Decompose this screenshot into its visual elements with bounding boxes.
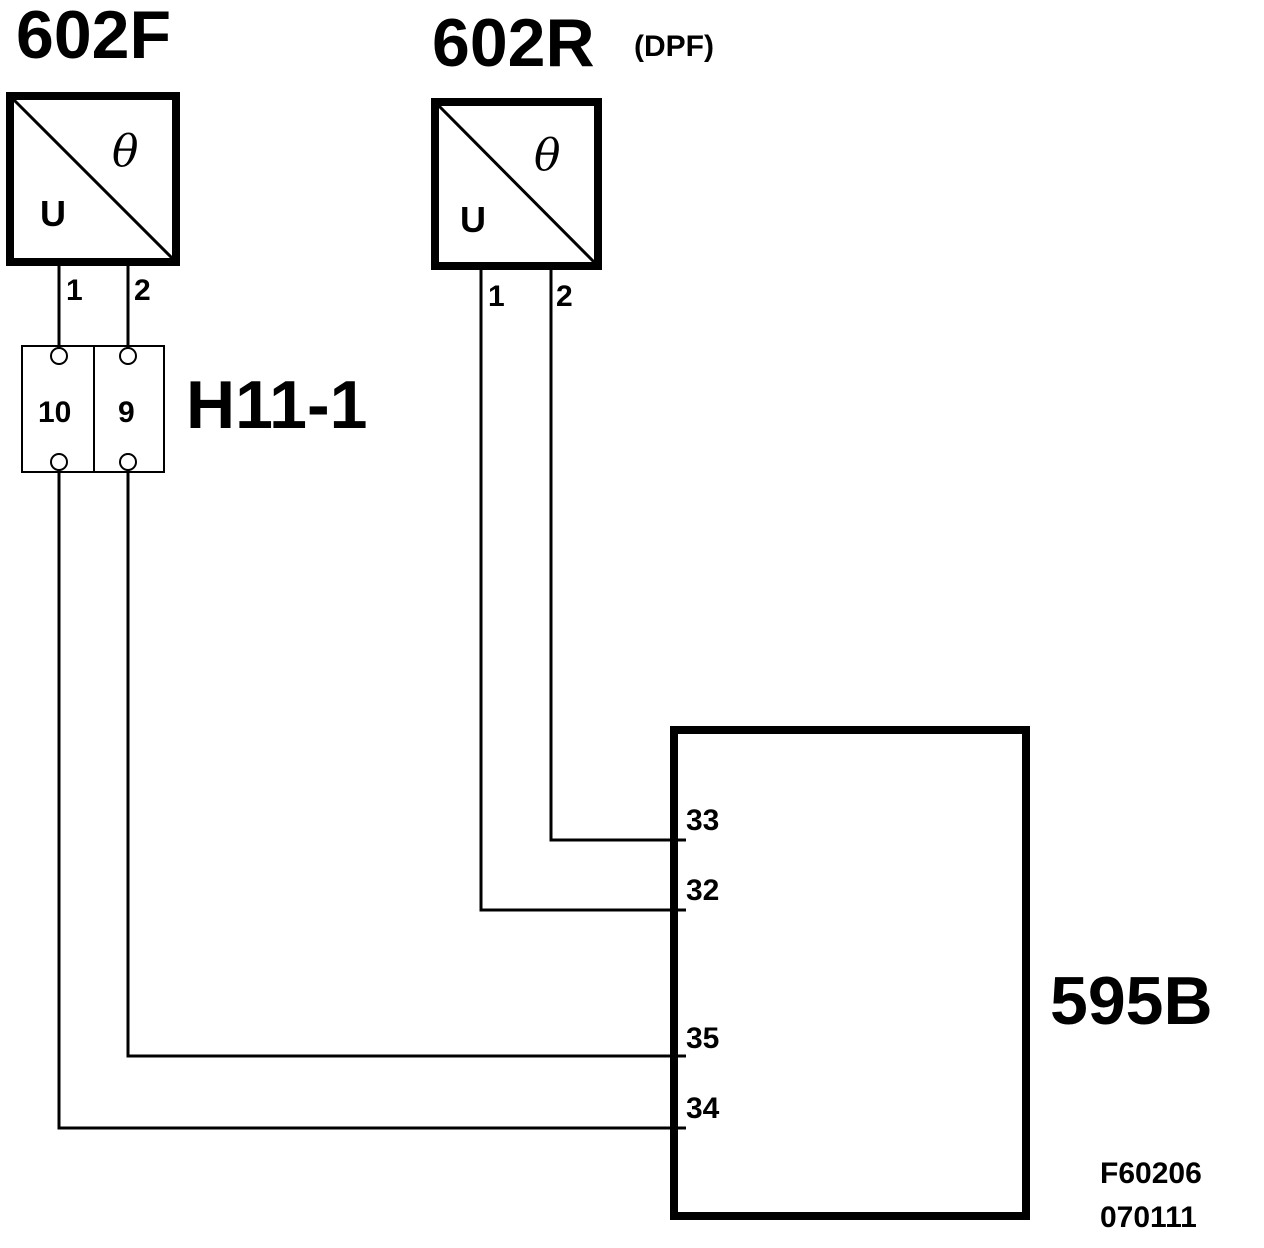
sensor-602f-pin-2-label: 2 (134, 274, 151, 307)
wires (57, 262, 686, 1130)
control-unit-595b: 33 32 35 34 595B (670, 726, 1213, 1220)
wire-h11-9-to-595b-35 (126, 470, 686, 1058)
control-unit-label: 595B (1050, 963, 1213, 1039)
sensor-602f-u-symbol: U (40, 193, 66, 234)
connector-cell-9 (93, 345, 165, 473)
sensor-602r-theta-symbol: θ (534, 130, 561, 181)
control-unit-pin-35-label: 35 (686, 1022, 719, 1055)
connector-label: H11-1 (186, 367, 367, 443)
sensor-602f-pin-1-label: 1 (66, 274, 83, 307)
sensor-602f-theta-symbol: θ (112, 126, 139, 177)
sensor-602f-diagonal (12, 98, 174, 260)
wire-h11-10-to-595b-34 (57, 470, 686, 1130)
connector-pin-10-top (50, 347, 68, 365)
control-unit-pin-33-label: 33 (686, 804, 719, 837)
connector-pin-10-bottom (50, 453, 68, 471)
sensor-602f-label: 602F (16, 0, 171, 73)
control-unit-pin-34-label: 34 (686, 1092, 720, 1125)
control-unit-box (670, 726, 1030, 1220)
connector-cell-10 (21, 345, 95, 473)
connector-pin-9-top (119, 347, 137, 365)
drawing-code-line-1: F60206 (1100, 1157, 1202, 1190)
sensor-602r-pin-2-label: 2 (556, 280, 573, 313)
connector-h11-1: 10 9 H11-1 (21, 345, 367, 473)
drawing-code: F60206 070111 (1100, 1157, 1202, 1234)
wire-602r-2-to-595b-33 (549, 266, 686, 842)
connector-pin-9-bottom (119, 453, 137, 471)
sensor-602r-u-symbol: U (460, 199, 486, 240)
sensor-602r-pin-1-label: 1 (488, 280, 505, 313)
sensor-602r-qualifier: (DPF) (634, 30, 714, 63)
connector-pin-10-label: 10 (38, 396, 71, 429)
control-unit-pin-32-label: 32 (686, 874, 719, 907)
sensor-602r: 602R (DPF) θ U 1 2 (431, 5, 714, 313)
sensor-602f: 602F θ U 1 2 (6, 0, 180, 307)
sensor-602r-diagonal (437, 104, 596, 264)
wire-602r-1-to-595b-32 (479, 266, 686, 912)
connector-pin-9-label: 9 (118, 396, 135, 429)
sensor-602r-label: 602R (432, 5, 595, 81)
drawing-code-line-2: 070111 (1100, 1201, 1197, 1234)
